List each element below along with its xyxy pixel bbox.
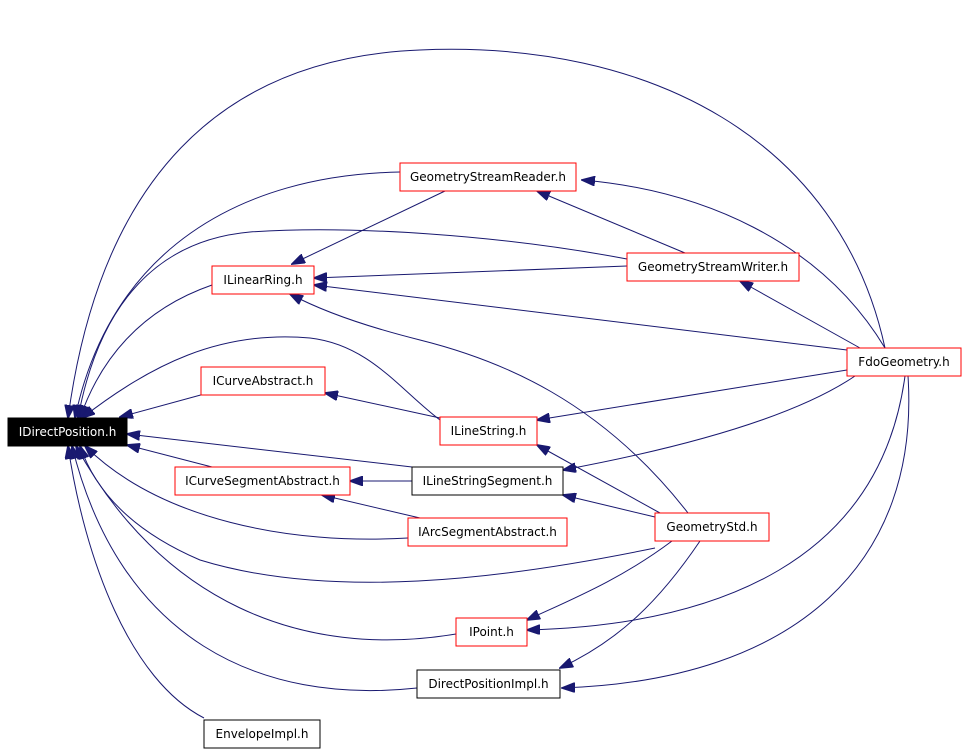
node-label: ILineString.h: [451, 424, 527, 438]
edge-fdogeometry-to-ilinearring: [314, 285, 848, 351]
edge-geometrystreamreader-to-ilinearring: [292, 190, 446, 264]
edge-ilinestring-to-icurveabstract: [325, 393, 441, 419]
node-idirectposition[interactable]: IDirectPosition.h: [7, 417, 128, 447]
node-label: IPoint.h: [469, 625, 514, 639]
edge-directpositionimpl-to-idirectposition: [72, 446, 418, 692]
edge-geometrystreamwriter-to-geometrystreamreader: [537, 191, 686, 254]
node-geometrystd[interactable]: GeometryStd.h: [654, 512, 770, 542]
edge-geometrystreamwriter-to-ilinearring: [314, 265, 628, 278]
node-label: GeometryStreamWriter.h: [638, 260, 788, 274]
edges-layer: [68, 48, 910, 719]
edge-ilinearring-to-idirectposition: [80, 284, 213, 418]
node-label: IArcSegmentAbstract.h: [418, 525, 557, 539]
node-icurveabstract[interactable]: ICurveAbstract.h: [200, 366, 326, 396]
edge-geometrystd-to-idirectposition: [80, 446, 656, 583]
node-envelopeimpl[interactable]: EnvelopeImpl.h: [203, 719, 321, 749]
node-fdogeometry[interactable]: FdoGeometry.h: [846, 347, 962, 377]
node-icurvesegmentabstract[interactable]: ICurveSegmentAbstract.h: [174, 466, 351, 496]
edge-geometrystd-to-ipoint: [527, 540, 673, 620]
nodes-layer: IDirectPosition.h GeometryStreamReader.h…: [7, 162, 962, 749]
node-label: ICurveAbstract.h: [213, 374, 314, 388]
edge-envelopeimpl-to-idirectposition: [68, 446, 205, 719]
edge-fdogeometry-to-ilinestring: [537, 369, 848, 420]
node-label: ILineStringSegment.h: [423, 474, 553, 488]
edge-fdogeometry-to-ipoint: [527, 375, 906, 630]
node-ilinearring[interactable]: ILinearRing.h: [211, 265, 315, 295]
edge-iarcsegmentabstract-to-icurvesegmentabstract: [322, 495, 421, 519]
edge-ilinestring-to-idirectposition: [82, 336, 441, 421]
node-geometrystreamreader[interactable]: GeometryStreamReader.h: [399, 162, 577, 192]
edge-ipoint-to-idirectposition: [76, 446, 457, 641]
node-geometrystreamwriter[interactable]: GeometryStreamWriter.h: [626, 252, 800, 282]
edge-geometrystd-to-directpositionimpl: [560, 540, 701, 668]
node-label: FdoGeometry.h: [858, 355, 949, 369]
node-label: EnvelopeImpl.h: [216, 727, 309, 741]
node-ilinestring[interactable]: ILineString.h: [439, 416, 538, 446]
edge-ilinestringsegment-to-idirectposition: [127, 434, 413, 468]
edge-fdogeometry-to-idirectposition: [68, 48, 886, 418]
edge-geometrystd-to-ilinearring: [290, 294, 689, 514]
edge-geometrystreamwriter-to-idirectposition: [78, 229, 628, 418]
node-directpositionimpl[interactable]: DirectPositionImpl.h: [416, 669, 561, 699]
edge-icurveabstract-to-idirectposition: [120, 392, 209, 417]
edge-icurvesegmentabstract-to-idirectposition: [127, 445, 213, 468]
node-label: GeometryStreamReader.h: [410, 170, 566, 184]
edge-fdogeometry-to-directpositionimpl: [562, 375, 910, 688]
node-label: ICurveSegmentAbstract.h: [185, 474, 340, 488]
node-ipoint[interactable]: IPoint.h: [455, 617, 528, 647]
edge-fdogeometry-to-ilinestringsegment: [563, 375, 856, 470]
edge-iarcsegmentabstract-to-idirectposition: [85, 446, 409, 540]
node-label: IDirectPosition.h: [19, 425, 117, 439]
node-label: DirectPositionImpl.h: [428, 677, 548, 691]
node-label: GeometryStd.h: [666, 520, 757, 534]
node-iarcsegmentabstract[interactable]: IArcSegmentAbstract.h: [407, 517, 568, 547]
edge-geometrystd-to-ilinestringsegment: [563, 495, 656, 518]
node-ilinestringsegment[interactable]: ILineStringSegment.h: [411, 466, 564, 496]
edge-fdogeometry-to-geometrystreamwriter: [740, 281, 861, 349]
edge-fdogeometry-to-geometrystreamreader: [582, 180, 886, 349]
edge-geometrystreamreader-to-idirectposition: [75, 171, 401, 418]
node-label: ILinearRing.h: [223, 273, 302, 287]
edge-geometrystd-to-ilinestring: [537, 445, 661, 514]
